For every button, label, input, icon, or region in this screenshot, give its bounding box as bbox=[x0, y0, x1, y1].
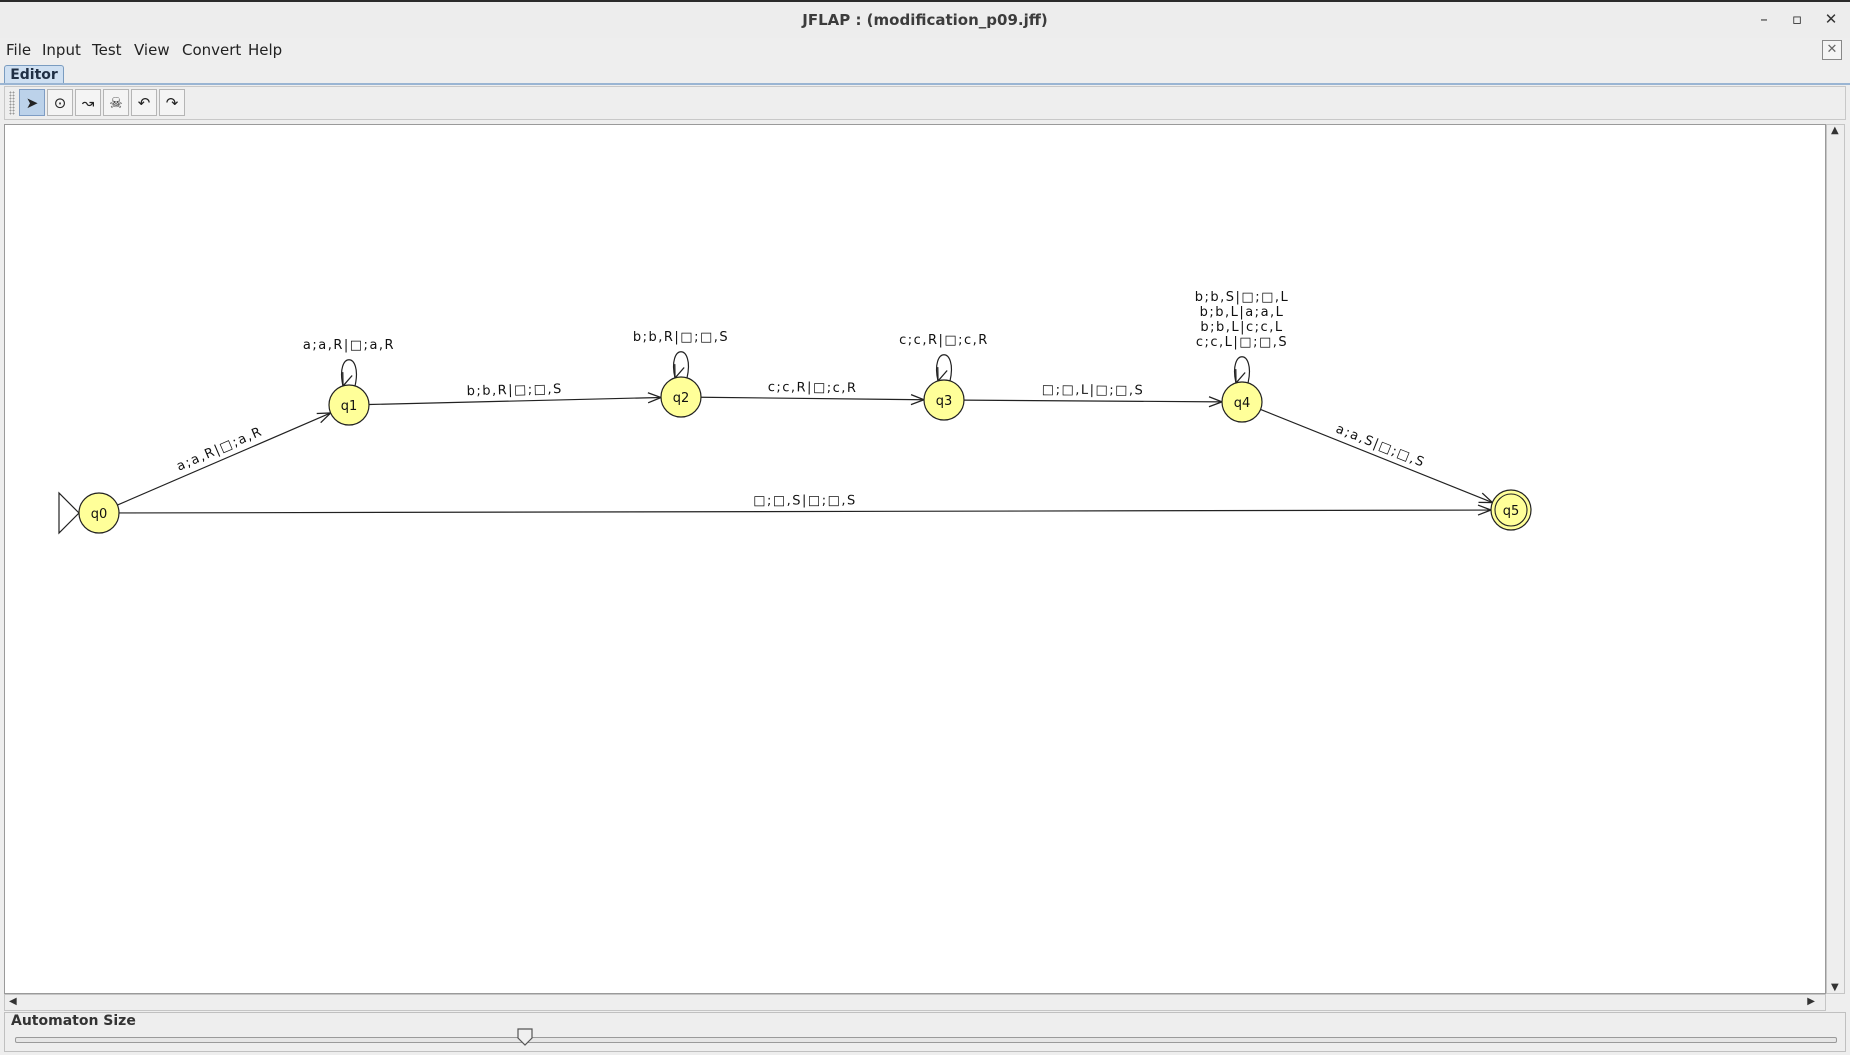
automaton-size-panel: Automaton Size bbox=[4, 1012, 1846, 1052]
state-label-q3: q3 bbox=[936, 394, 953, 409]
state-label-q2: q2 bbox=[673, 391, 690, 406]
automaton-size-slider[interactable] bbox=[15, 1037, 1837, 1043]
transition-edge-q0-q5 bbox=[118, 509, 1492, 514]
transition-label-q4-q5-0[interactable]: a;a,S|□;□,S bbox=[1334, 422, 1428, 471]
deleter-tool-icon[interactable]: ☠ bbox=[103, 89, 129, 116]
tab-row: Editor bbox=[0, 64, 1850, 85]
final-state-ring-q5 bbox=[1494, 493, 1528, 527]
self-loop-q3 bbox=[936, 354, 952, 382]
menu-view[interactable]: View bbox=[134, 41, 170, 59]
maximize-button[interactable]: ▫ bbox=[1791, 10, 1803, 28]
transition-edge-q4-q5 bbox=[1260, 408, 1493, 504]
state-q0[interactable] bbox=[78, 492, 120, 534]
transition-label-q2-q2-0[interactable]: b;b,R|□;□,S bbox=[633, 330, 729, 345]
menu-convert[interactable]: Convert bbox=[182, 41, 242, 59]
state-label-q5: q5 bbox=[1503, 504, 1520, 519]
self-loop-arrowhead-q3 bbox=[937, 367, 948, 383]
state-q1[interactable] bbox=[328, 384, 370, 426]
transition-creator-tool-icon[interactable]: ↝ bbox=[75, 89, 101, 116]
transition-edge-q3-q4 bbox=[963, 399, 1223, 403]
tab-editor[interactable]: Editor bbox=[4, 65, 64, 85]
slider-thumb-icon[interactable] bbox=[516, 1028, 533, 1046]
scroll-up-icon[interactable]: ▲ bbox=[1831, 125, 1839, 136]
state-label-q0: q0 bbox=[91, 507, 108, 522]
menu-help[interactable]: Help bbox=[248, 41, 283, 59]
automaton-canvas[interactable]: a;a,R|□;a,R a;a,R|□;a,R b;b,R|□;□,S b;b,R|□… bbox=[4, 124, 1826, 994]
self-loop-q1 bbox=[341, 359, 357, 387]
state-q4[interactable] bbox=[1221, 381, 1263, 423]
menu-bar: File Input Test View Convert Help ✕ bbox=[0, 38, 1850, 64]
close-window-button[interactable]: ✕ bbox=[1824, 10, 1838, 28]
window-title: JFLAP : (modification_p09.jff) bbox=[802, 11, 1048, 29]
transition-label-q1-q2-0[interactable]: b;b,R|□;□,S bbox=[466, 382, 563, 399]
automaton-diagram[interactable]: a;a,R|□;a,R a;a,R|□;a,R b;b,R|□;□,S b;b,R|□… bbox=[5, 125, 1825, 993]
menu-input[interactable]: Input bbox=[42, 41, 81, 59]
self-loop-arrowhead-q1 bbox=[342, 372, 353, 388]
state-creator-tool-icon[interactable]: ⊙ bbox=[47, 89, 73, 116]
transition-edge-q0-q1 bbox=[117, 412, 331, 506]
vertical-scrollbar[interactable]: ▲ ▼ bbox=[1826, 124, 1845, 994]
transition-label-q3-q3-0[interactable]: c;c,R|□;c,R bbox=[899, 333, 989, 348]
scroll-down-icon[interactable]: ▼ bbox=[1831, 982, 1839, 993]
transition-edge-q2-q3 bbox=[700, 396, 925, 401]
initial-state-marker bbox=[58, 491, 80, 535]
transition-label-q0-q1-0[interactable]: a;a,R|□;a,R bbox=[175, 424, 266, 474]
transition-label-q1-q1-0[interactable]: a;a,R|□;a,R bbox=[303, 338, 395, 353]
horizontal-scrollbar[interactable]: ◀ ▶ bbox=[4, 994, 1826, 1011]
scroll-left-icon[interactable]: ◀ bbox=[9, 996, 17, 1007]
scroll-right-icon[interactable]: ▶ bbox=[1807, 996, 1815, 1007]
state-q3[interactable] bbox=[923, 379, 965, 421]
self-loop-q2 bbox=[673, 351, 689, 379]
title-bar: JFLAP : (modification_p09.jff) – ▫ ✕ bbox=[0, 0, 1850, 38]
state-q5[interactable] bbox=[1490, 489, 1532, 531]
self-loop-q4 bbox=[1234, 356, 1250, 384]
state-label-q4: q4 bbox=[1234, 396, 1251, 411]
self-loop-arrowhead-q4 bbox=[1235, 369, 1246, 385]
transition-label-q3-q4-0[interactable]: □;□,L|□;□,S bbox=[1042, 383, 1145, 399]
close-tab-icon[interactable]: ✕ bbox=[1822, 40, 1842, 60]
transition-label-q4-q4-3[interactable]: c;c,L|□;□,S bbox=[1196, 335, 1288, 350]
menu-file[interactable]: File bbox=[6, 41, 32, 59]
toolbar-grip[interactable] bbox=[9, 91, 15, 115]
minimize-button[interactable]: – bbox=[1760, 10, 1768, 28]
attribute-editor-tool-icon[interactable]: ➤ bbox=[19, 89, 45, 116]
self-loop-arrowhead-q2 bbox=[674, 364, 685, 380]
automaton-size-label: Automaton Size bbox=[11, 1013, 136, 1029]
transition-label-q2-q3-0[interactable]: c;c,R|□;c,R bbox=[768, 380, 858, 396]
menu-test[interactable]: Test bbox=[92, 41, 122, 59]
transition-label-q4-q4-2[interactable]: b;b,L|c;c,L bbox=[1200, 320, 1283, 335]
transition-label-q4-q4-1[interactable]: b;b,L|a;a,L bbox=[1200, 305, 1285, 320]
editor-toolbar: ➤ ⊙ ↝ ☠ ↶ ↷ bbox=[4, 86, 1846, 120]
state-label-q1: q1 bbox=[341, 399, 358, 414]
transition-edge-q1-q2 bbox=[368, 396, 662, 406]
undo-icon[interactable]: ↶ bbox=[131, 89, 157, 116]
transition-label-q4-q4-0[interactable]: b;b,S|□;□,L bbox=[1195, 290, 1289, 305]
redo-icon[interactable]: ↷ bbox=[159, 89, 185, 116]
state-q2[interactable] bbox=[660, 376, 702, 418]
tab-underline bbox=[0, 83, 1850, 85]
transition-label-q0-q5-0[interactable]: □;□,S|□;□,S bbox=[753, 493, 857, 508]
